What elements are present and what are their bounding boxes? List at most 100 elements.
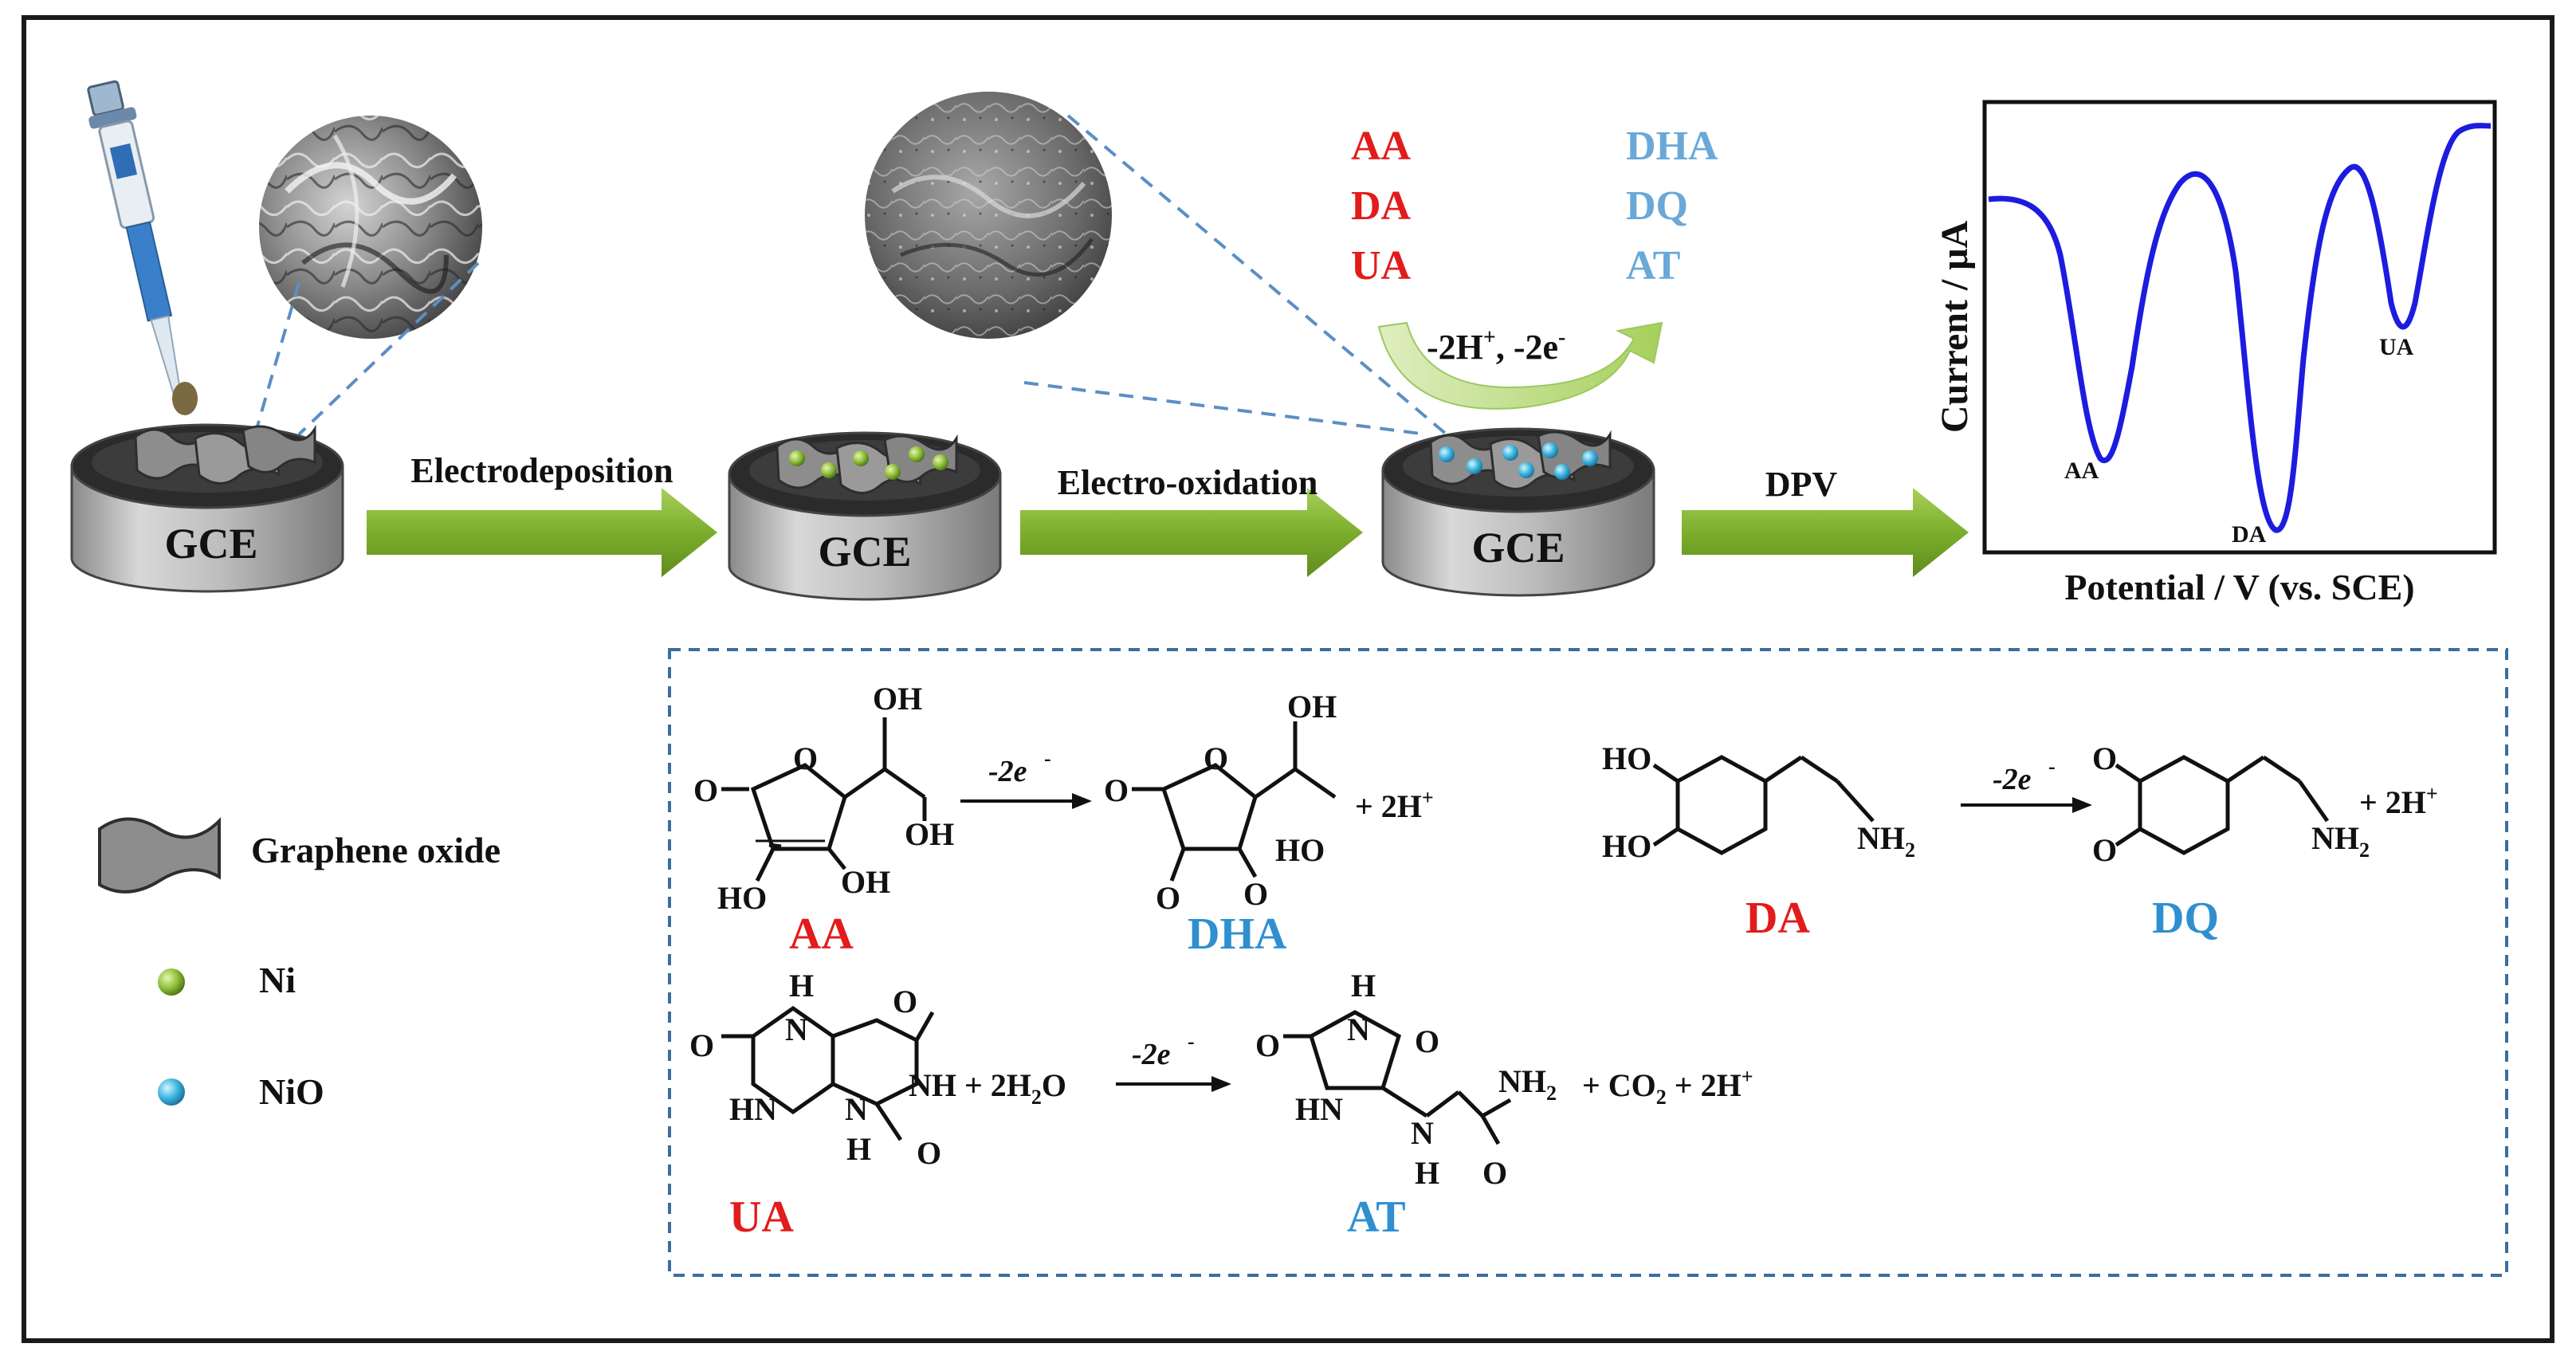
svg-text:-: - <box>1188 1030 1195 1053</box>
svg-text:N: N <box>1411 1115 1434 1151</box>
ni-particle-icon <box>158 968 185 996</box>
pipette-icon <box>87 80 184 411</box>
ni-particle-icon <box>909 446 925 462</box>
sem-image-nio <box>865 92 1112 339</box>
svg-text:H: H <box>1415 1155 1439 1191</box>
zoom-line <box>253 282 300 435</box>
svg-text:H: H <box>789 968 814 1004</box>
ni-particle-icon <box>821 462 837 478</box>
nio-particle-icon <box>1582 450 1598 466</box>
oxidation-condition: -2H+, -2e- <box>1427 325 1565 367</box>
reaction-aa: OH O O OH HO OH AA -2e - OH O O O O HO D… <box>693 681 1434 959</box>
dpv-chart: AA DA UA Current / μA Potential / V (vs.… <box>1934 100 2497 607</box>
svg-text:O: O <box>1243 876 1268 912</box>
outer-frame <box>22 15 2554 1343</box>
svg-text:O: O <box>1415 1023 1439 1059</box>
graphene-sheet <box>242 424 316 473</box>
chart-ylabel: Current / μA <box>1934 221 1976 434</box>
graphene-oxide-icon <box>98 817 221 894</box>
svg-text:O: O <box>917 1135 941 1171</box>
svg-text:-2e: -2e <box>1132 1038 1171 1071</box>
graphene-sheet <box>194 432 281 485</box>
nio-particle-icon <box>1554 464 1570 480</box>
ni-particle-icon <box>933 454 948 470</box>
process-arrow: Electrodeposition <box>367 451 717 577</box>
svg-text:O: O <box>1255 1027 1280 1063</box>
reaction-ua: H N O O NH HN N H O UA + 2H2O -2e - H N … <box>689 968 1753 1242</box>
svg-text:HN: HN <box>729 1091 777 1127</box>
ni-particle-icon <box>885 464 901 480</box>
ni-particle-icon <box>853 450 869 466</box>
step-label: Electrodeposition <box>410 451 673 490</box>
legend-label-graphene-oxide: Graphene oxide <box>251 830 501 870</box>
svg-text:O: O <box>689 1027 714 1063</box>
electrode-label: GCE <box>1471 524 1565 572</box>
peak-label-aa: AA <box>2064 458 2099 484</box>
svg-text:OH: OH <box>873 681 922 717</box>
aa-structure <box>721 717 927 882</box>
electrode-label: GCE <box>818 528 911 575</box>
svg-text:OH: OH <box>905 816 954 852</box>
electrode-icon: GCE <box>70 423 344 593</box>
svg-text:O: O <box>2092 740 2117 776</box>
curved-arrow <box>1377 321 1663 410</box>
reactant-aa: AA <box>1351 124 1412 169</box>
svg-text:NH: NH <box>909 1067 956 1103</box>
dpv-curve <box>1988 123 2492 533</box>
svg-text:O: O <box>1204 740 1228 776</box>
at-structure <box>1283 1010 1512 1145</box>
svg-text:HO: HO <box>1275 832 1325 868</box>
legend: Graphene oxide Ni NiO <box>98 817 501 1112</box>
electrode-label: GCE <box>164 520 257 568</box>
zoom-line <box>1066 114 1448 436</box>
svg-text:HO: HO <box>1602 740 1651 776</box>
svg-text:HO: HO <box>1602 828 1651 864</box>
svg-text:O: O <box>1104 772 1129 808</box>
sem-image-graphene-oxide <box>259 116 482 339</box>
droplet-icon <box>172 382 198 415</box>
svg-text:O: O <box>1156 880 1180 916</box>
svg-text:O: O <box>893 984 917 1019</box>
legend-label-nio: NiO <box>259 1071 324 1112</box>
zoom-line <box>1023 381 1427 436</box>
svg-text:H: H <box>846 1131 871 1167</box>
dha-name: DHA <box>1188 909 1287 959</box>
svg-text:N: N <box>1347 1011 1370 1047</box>
process-arrow: Electro-oxidation <box>1020 463 1363 577</box>
product-at: AT <box>1626 243 1680 289</box>
aa-name: AA <box>789 909 854 959</box>
svg-text:+ 2H+: + 2H+ <box>1355 786 1434 824</box>
reactant-da: DA <box>1351 183 1412 229</box>
svg-text:N: N <box>845 1091 868 1127</box>
reaction-da: HO HO NH2 DA -2e - O O NH2 DQ + 2H+ <box>1602 740 2438 943</box>
svg-text:-: - <box>1044 747 1051 770</box>
svg-text:NH2: NH2 <box>1857 820 1915 862</box>
svg-text:OH: OH <box>1287 689 1337 725</box>
svg-text:NH2: NH2 <box>1498 1063 1557 1105</box>
svg-text:HO: HO <box>717 880 767 916</box>
product-dha: DHA <box>1626 124 1718 169</box>
chart-xlabel: Potential / V (vs. SCE) <box>2064 567 2414 607</box>
peak-label-ua: UA <box>2379 334 2414 360</box>
svg-text:O: O <box>2092 832 2117 868</box>
peak-label-da: DA <box>2232 521 2267 548</box>
zoom-line <box>297 261 480 436</box>
svg-text:+ 2H2O: + 2H2O <box>964 1067 1066 1109</box>
at-name: AT <box>1347 1192 1406 1242</box>
legend-label-ni: Ni <box>259 960 296 1000</box>
svg-text:-2e: -2e <box>1993 763 2032 796</box>
step-label: Electro-oxidation <box>1058 463 1318 502</box>
nio-particle-icon <box>1518 462 1534 478</box>
dq-name: DQ <box>2152 894 2219 943</box>
svg-text:O: O <box>1482 1155 1507 1191</box>
dha-structure <box>1132 721 1337 882</box>
ua-structure <box>721 1005 935 1141</box>
svg-text:O: O <box>793 740 818 776</box>
nio-particle-icon <box>1439 446 1455 462</box>
electrode-icon: GCE <box>1381 427 1655 597</box>
reaction-overview: AA DA UA DHA DQ AT <box>1351 124 1718 289</box>
svg-text:N: N <box>785 1011 808 1047</box>
nio-particle-icon <box>1542 442 1558 458</box>
nio-particle-icon <box>1467 458 1482 474</box>
